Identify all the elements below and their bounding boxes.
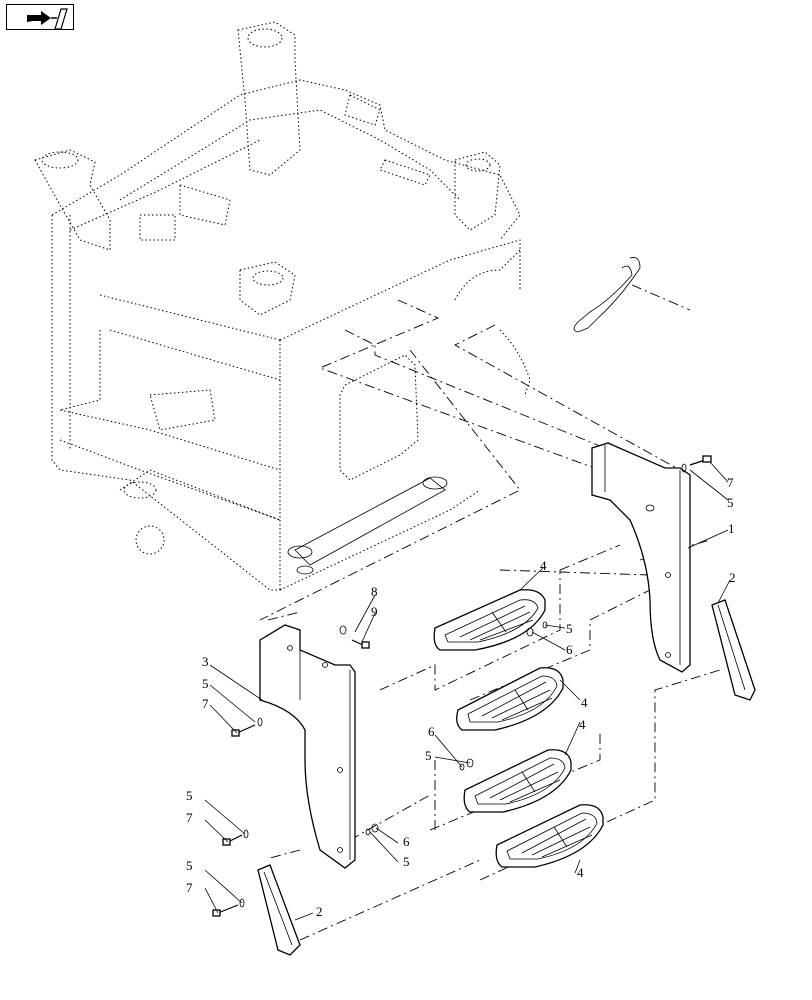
next-page-arrow-icon xyxy=(27,8,68,30)
callout-4: 4 xyxy=(577,865,584,880)
part-1-right-step-bracket xyxy=(591,442,691,673)
part-2-rub-plate-left xyxy=(257,864,301,956)
callout-5: 5 xyxy=(202,676,209,691)
part-4-step-tread-2 xyxy=(456,667,564,731)
callout-4: 4 xyxy=(540,558,547,573)
callout-5: 5 xyxy=(425,748,432,763)
part-4-step-tread-3 xyxy=(463,749,572,813)
callout-2: 2 xyxy=(729,570,736,585)
part-4-step-tread-4 xyxy=(495,804,604,868)
next-page-button[interactable] xyxy=(6,4,74,30)
callout-5: 5 xyxy=(727,495,734,510)
callout-5: 5 xyxy=(566,621,573,636)
callout-7: 7 xyxy=(202,696,209,711)
callout-4: 4 xyxy=(581,695,588,710)
callout-7: 7 xyxy=(186,810,193,825)
callout-2: 2 xyxy=(316,904,323,919)
callout-7: 7 xyxy=(727,475,734,490)
callout-8: 8 xyxy=(371,584,378,599)
hardware-fasteners xyxy=(212,455,712,917)
callout-3: 3 xyxy=(202,654,209,669)
part-4-step-tread-1 xyxy=(433,589,546,651)
callout-7: 7 xyxy=(186,880,193,895)
callout-9: 9 xyxy=(371,604,378,619)
part-2-rub-plate-right xyxy=(711,599,756,701)
callout-4: 4 xyxy=(579,717,586,732)
callout-5: 5 xyxy=(186,788,193,803)
part-3-left-step-bracket xyxy=(259,624,356,869)
leader-lines xyxy=(204,461,731,921)
callout-6: 6 xyxy=(566,642,573,657)
callout-5: 5 xyxy=(403,854,410,869)
callout-6: 6 xyxy=(428,724,435,739)
machine-frame xyxy=(34,21,691,591)
callout-5: 5 xyxy=(186,858,193,873)
callout-1: 1 xyxy=(728,521,735,536)
callout-6: 6 xyxy=(403,834,410,849)
callout-labels: 7 5 1 2 4 5 6 4 4 4 8 9 3 5 7 6 5 5 7 6 … xyxy=(186,475,736,919)
